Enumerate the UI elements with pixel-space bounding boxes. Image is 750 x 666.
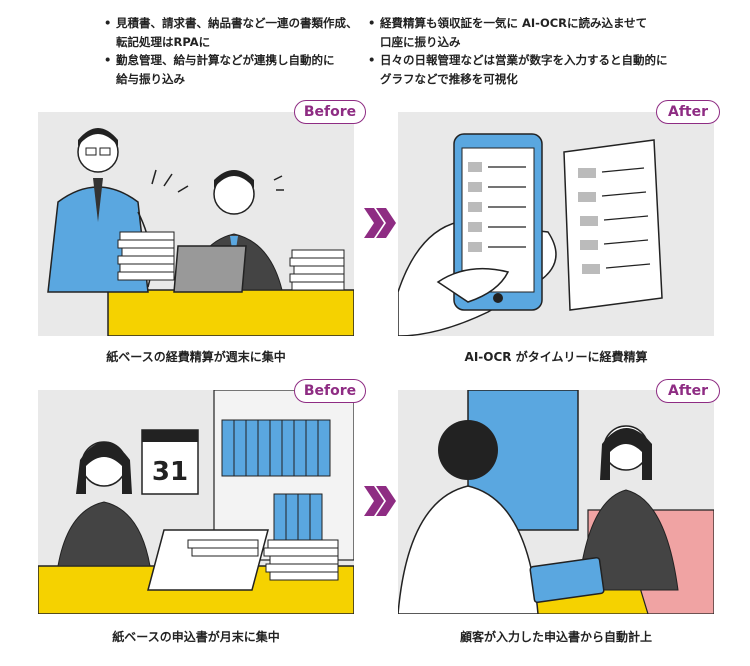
bullet-list-left: •見積書、請求書、納品書など一連の書類作成、 転記処理はRPAに •勤怠管理、給… xyxy=(104,14,364,88)
before-badge: Before xyxy=(294,379,366,403)
bullet-item: •日々の日報管理などは営業が数字を入力すると自動的に グラフなどで推移を可視化 xyxy=(368,53,668,86)
after-customer-input-illustration xyxy=(398,390,714,614)
panel-caption: 紙ベースの経費精算が週末に集中 xyxy=(106,350,286,364)
chevron-right-icon xyxy=(364,486,396,516)
calendar-day-label: 31 xyxy=(152,457,188,487)
panel-caption: 紙ベースの申込書が月末に集中 xyxy=(112,630,280,644)
after-badge: After xyxy=(656,379,720,403)
bullet-list-right: •経費精算も領収証を一気に AI-OCRに読み込ませて 口座に振り込み •日々の… xyxy=(368,14,688,88)
before-application-illustration: 31 xyxy=(38,390,354,614)
before-expense-illustration xyxy=(38,112,354,336)
chevron-right-icon xyxy=(364,208,396,238)
panel-caption: AI-OCR がタイムリーに経費精算 xyxy=(464,350,648,364)
after-badge: After xyxy=(656,100,720,124)
bullet-item: •勤怠管理、給与計算などが連携し自動的に 給与振り込み xyxy=(104,53,335,86)
before-badge: Before xyxy=(294,100,366,124)
after-ai-ocr-illustration xyxy=(398,112,714,336)
panel-caption: 顧客が入力した申込書から自動計上 xyxy=(459,630,652,644)
bullet-item: •見積書、請求書、納品書など一連の書類作成、 転記処理はRPAに xyxy=(104,16,358,49)
bullet-item: •経費精算も領収証を一気に AI-OCRに読み込ませて 口座に振り込み xyxy=(368,16,648,49)
